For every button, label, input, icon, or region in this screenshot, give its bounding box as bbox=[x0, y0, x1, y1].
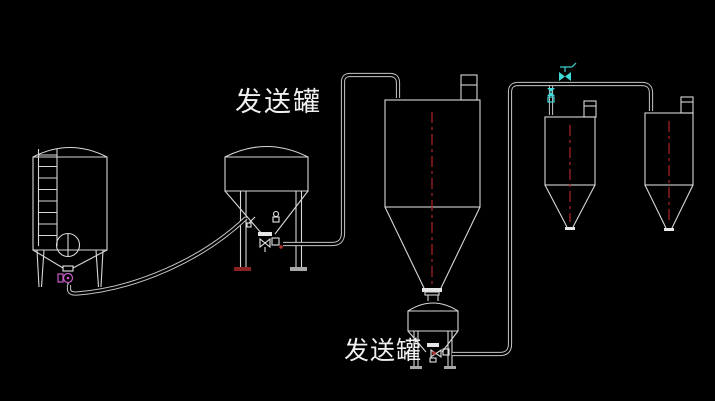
silo-outlet-flange bbox=[422, 288, 442, 292]
receiver-silo-1-vent bbox=[583, 100, 597, 118]
cone-instruments bbox=[246, 210, 280, 228]
sender-tank-1-body bbox=[224, 145, 309, 192]
hopper-right-foot bbox=[444, 366, 456, 369]
receiver-silo-2-tip bbox=[664, 228, 674, 231]
conveying-pipe-1 bbox=[283, 72, 401, 247]
receiver-silo-1-tip bbox=[565, 227, 575, 230]
right-foot-pad bbox=[290, 267, 307, 271]
bottom-outlet-valve bbox=[57, 265, 74, 287]
conveying-pipe-2 bbox=[452, 81, 654, 357]
sender-hopper-label: 发送罐 bbox=[344, 337, 422, 365]
left-foot-pad bbox=[234, 267, 251, 271]
receiver-silo-2 bbox=[644, 96, 694, 231]
storage-tank-legs bbox=[36, 249, 104, 288]
diverter-valve-icon bbox=[559, 62, 577, 81]
main-silo bbox=[384, 74, 481, 296]
storage-tank bbox=[32, 147, 108, 288]
sender-tank-1 bbox=[224, 145, 309, 271]
sender-tank-1-outlet-valves bbox=[258, 232, 283, 252]
sender-hopper-body bbox=[407, 302, 459, 332]
feed-pipe bbox=[66, 216, 248, 296]
receiver-silo-1 bbox=[544, 100, 597, 230]
sender-hopper bbox=[407, 295, 459, 369]
hopper-left-foot bbox=[410, 366, 422, 369]
sender-tank-1-label: 发送罐 bbox=[235, 87, 322, 117]
branch-valve-icon bbox=[547, 88, 555, 103]
storage-tank-body bbox=[32, 147, 108, 251]
ladder bbox=[37, 149, 58, 246]
main-silo-vent bbox=[460, 74, 478, 101]
receiver-silo-2-vent bbox=[680, 96, 694, 114]
sender-tank-1-legs bbox=[234, 191, 307, 271]
sender-hopper-outlet-valves bbox=[427, 343, 450, 363]
